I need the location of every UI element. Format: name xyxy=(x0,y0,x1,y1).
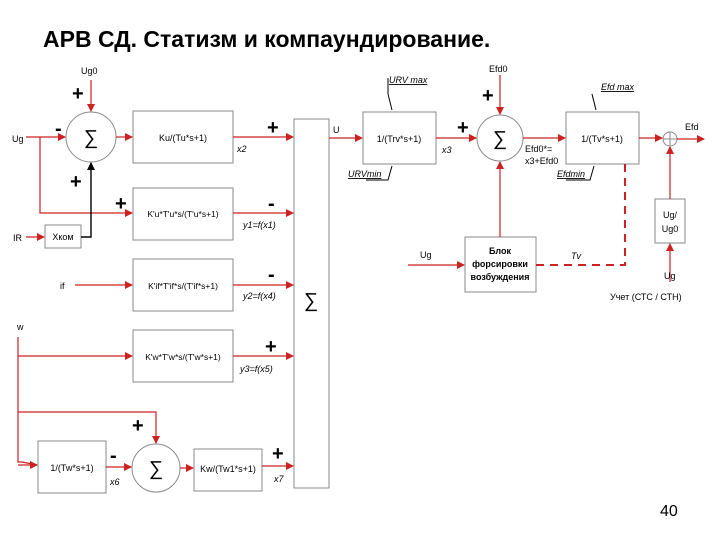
signal-x2: x2 xyxy=(236,144,247,154)
block-ug-ug0-label-2: Ug0 xyxy=(662,224,679,234)
block-kif-deriv-label: K'if*T'if*s/(T'if*s+1) xyxy=(148,281,218,291)
block-ug-ug0-label-1: Ug/ xyxy=(663,210,678,220)
signal-efd-max: Efd max xyxy=(601,82,635,92)
block-ug-ug0 xyxy=(654,198,686,244)
input-ug-forsirovka: Ug xyxy=(420,250,432,260)
signal-tv: Tv xyxy=(571,251,581,261)
input-if: if xyxy=(60,281,65,291)
signal-efd0-star-1: Efd0*= xyxy=(525,144,552,154)
block-kw-tw1-label: Kw/(Tw1*s+1) xyxy=(200,464,256,474)
block-trv xyxy=(362,111,437,165)
block-kw-tw1 xyxy=(193,448,263,492)
block-ku-label: Ku/(Tu*s+1) xyxy=(159,133,207,143)
sign-plus-ug0: + xyxy=(72,83,84,105)
signal-efd: Efd xyxy=(685,122,699,132)
signal-y1: y1=f(x1) xyxy=(242,220,276,230)
signal-x3: x3 xyxy=(441,145,452,155)
page-number: 40 xyxy=(660,503,678,520)
signal-efd-min: Efdmin xyxy=(557,169,585,179)
signal-efd0-star-2: x3+Efd0 xyxy=(525,156,558,166)
block-ku-deriv xyxy=(132,187,234,241)
block-forsirovka-label-2: форсировки xyxy=(472,259,528,269)
block-ku-deriv-label: K'u*T'u*s/(T'u*s+1) xyxy=(147,209,218,219)
big-sum-block xyxy=(293,118,330,489)
block-ku xyxy=(132,110,234,164)
signal-uchet: Учет (СТС / СТН) xyxy=(610,292,682,302)
signal-y2: y2=f(x4) xyxy=(242,291,276,301)
page-title: АРВ СД. Статизм и компаундирование. xyxy=(43,26,491,52)
block-tw-label: 1/(Tw*s+1) xyxy=(50,463,93,473)
signal-urv-max: URV max xyxy=(389,75,428,85)
input-ug-bottom: Ug xyxy=(664,271,676,281)
block-forsirovka-label-3: возбуждения xyxy=(471,272,530,282)
signal-x6: x6 xyxy=(109,477,120,487)
input-ug: Ug xyxy=(12,134,24,144)
input-efd0: Efd0 xyxy=(489,64,508,74)
block-trv-label: 1/(Trv*s+1) xyxy=(377,134,421,144)
sign-plus-xkom: + xyxy=(70,171,82,193)
sign-plus-efd0: + xyxy=(482,85,494,107)
sign-plus-x3: + xyxy=(457,117,469,139)
sum-2-sigma: ∑ xyxy=(493,128,507,150)
block-kif-deriv xyxy=(132,258,234,312)
input-ir: IR xyxy=(13,233,23,243)
sign-minus-y1: - xyxy=(268,193,275,215)
sign-minus-x6: - xyxy=(110,445,117,467)
signal-urv-min: URVmin xyxy=(348,169,381,179)
input-w: w xyxy=(16,322,24,332)
sign-plus-x7: + xyxy=(272,443,284,465)
sign-plus-k-u: + xyxy=(115,193,127,215)
signal-x7: x7 xyxy=(273,474,285,484)
sign-minus-y2: - xyxy=(268,264,275,286)
block-kw-deriv-label: K'w*T'w*s/(T'w*s+1) xyxy=(145,352,221,362)
block-xkom-label: Xком xyxy=(52,232,73,242)
block-tv-label: 1/(Tv*s+1) xyxy=(581,134,623,144)
sign-plus-x2: + xyxy=(267,117,279,139)
signal-y3: y3=f(x5) xyxy=(239,364,273,374)
sum-3-sigma: ∑ xyxy=(149,458,163,480)
sum-1-sigma: ∑ xyxy=(84,127,98,149)
input-ug0: Ug0 xyxy=(81,66,98,76)
signal-u: U xyxy=(333,125,340,135)
sign-minus-ug: - xyxy=(55,118,62,140)
block-kw-deriv xyxy=(132,329,234,383)
sign-plus-y3: + xyxy=(265,336,277,358)
sign-plus-w-sum3: + xyxy=(132,415,144,437)
big-sum-sigma: ∑ xyxy=(304,290,318,312)
block-forsirovka-label-1: Блок xyxy=(489,246,512,256)
block-tw xyxy=(37,440,107,494)
